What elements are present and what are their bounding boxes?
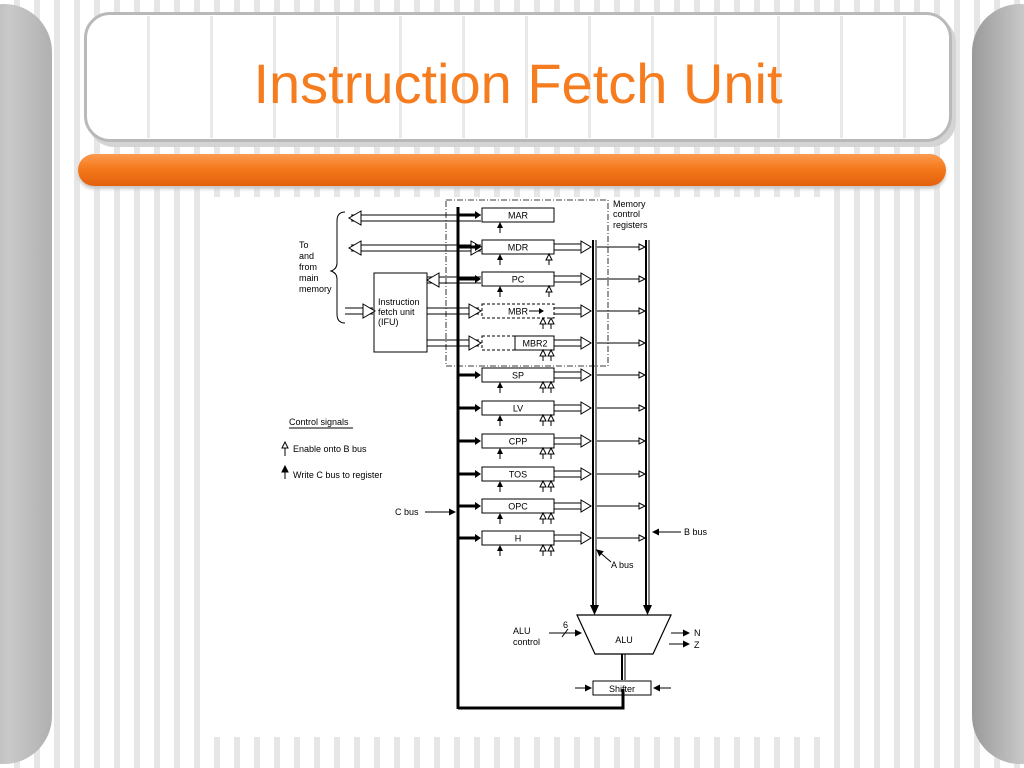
ifu-label-line-1: Instruction: [378, 297, 420, 307]
register-mbr2: MBR2: [481, 335, 647, 361]
flag-n: N: [694, 628, 701, 638]
memory-label-line-4: main: [299, 273, 319, 283]
register-pc: PC: [458, 271, 647, 297]
memory-control-label-line-3: registers: [613, 220, 648, 230]
ifu-label-line-2: fetch unit: [378, 307, 415, 317]
register-mbr: MBR: [481, 303, 647, 329]
register-label-lv: LV: [513, 404, 523, 414]
left-side-decoration: [0, 4, 52, 764]
alu-control-label-line-2: control: [513, 637, 540, 647]
c-bus-label: C bus: [395, 507, 419, 517]
memory-label-line-1: To: [299, 240, 309, 250]
register-tos: TOS: [458, 466, 647, 492]
memory-label-line-2: and: [299, 251, 314, 261]
register-label-mar: MAR: [508, 211, 529, 221]
register-label-mdr: MDR: [508, 243, 529, 253]
register-label-mbr2: MBR2: [522, 339, 547, 349]
shifter-label: Shifter: [609, 684, 635, 694]
memory-label-line-3: from: [299, 262, 317, 272]
register-label-sp: SP: [512, 371, 524, 381]
alu-label: ALU: [615, 635, 633, 645]
a-bus-label: A bus: [611, 560, 634, 570]
register-label-opc: OPC: [508, 502, 528, 512]
legend-write-c: Write C bus to register: [293, 470, 382, 480]
register-label-cpp: CPP: [509, 437, 528, 447]
title-frame: [84, 12, 952, 142]
slide-title: Instruction Fetch Unit: [253, 52, 783, 115]
register-opc: OPC: [458, 498, 647, 524]
ifu-label-line-3: (IFU): [378, 317, 399, 327]
register-label-h: H: [515, 534, 522, 544]
register-mdr: MDR: [458, 239, 647, 265]
register-label-pc: PC: [512, 275, 525, 285]
b-bus-label: B bus: [684, 527, 708, 537]
memory-label-line-5: memory: [299, 284, 332, 294]
register-label-mbr: MBR: [508, 307, 529, 317]
legend-enable-b: Enable onto B bus: [293, 444, 367, 454]
legend-title: Control signals: [289, 417, 349, 427]
memory-control-label-line-1: Memory: [613, 199, 646, 209]
right-side-decoration: [972, 4, 1024, 764]
register-mar: MAR: [458, 207, 555, 233]
register-h: H: [458, 530, 647, 556]
alu-control-label-line-1: ALU: [513, 626, 531, 636]
register-lv: LV: [458, 400, 647, 426]
register-cpp: CPP: [458, 433, 647, 459]
register-label-tos: TOS: [509, 470, 527, 480]
memory-control-label-line-2: control: [613, 209, 640, 219]
register-sp: SP: [458, 367, 647, 393]
alu-control-width: 6: [563, 620, 568, 630]
flag-z: Z: [694, 640, 700, 650]
orange-divider-bar: [78, 154, 946, 186]
